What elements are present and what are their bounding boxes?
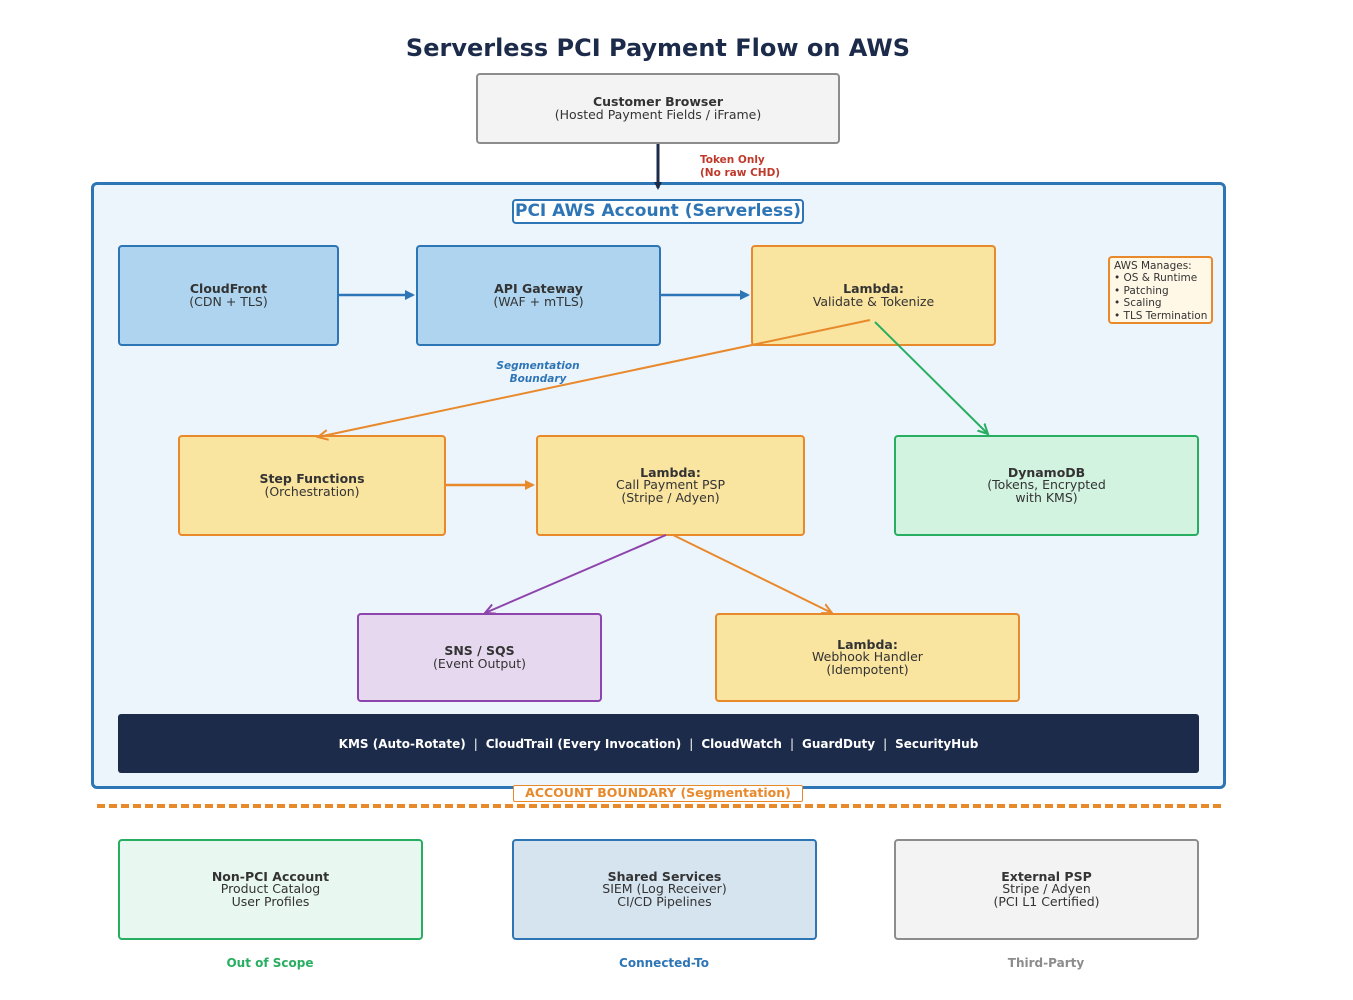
node-subtitle: SIEM (Log Receiver) CI/CD Pipelines [602,881,727,909]
connected-to-caption: Connected-To [619,956,709,970]
api-gateway-node[interactable]: API Gateway (WAF + mTLS) [416,245,661,346]
node-title: External PSP [1001,868,1092,884]
node-subtitle: (Orchestration) [264,483,360,499]
node-subtitle: Stripe / Adyen (PCI L1 Certified) [993,881,1100,909]
note-item: • TLS Termination [1114,309,1208,322]
security-services-bar: KMS (Auto-Rotate) | CloudTrail (Every In… [118,714,1199,773]
lambda-webhook-handler-node[interactable]: Lambda: Webhook Handler (Idempotent) [715,613,1020,702]
node-subtitle: Validate & Tokenize [812,293,935,309]
arrow-lambda-psp-to-sns [485,534,667,613]
node-subtitle: (WAF + mTLS) [493,293,584,309]
segmentation-boundary-label: Segmentation Boundary [488,360,588,385]
node-title: Customer Browser [592,94,723,109]
token-label-line1: Token Only [700,154,765,166]
node-subtitle: (Event Output) [433,655,526,671]
token-label-line2: (No raw CHD) [700,166,781,179]
sns-sqs-node[interactable]: SNS / SQS (Event Output) [357,613,602,702]
node-subtitle: (CDN + TLS) [189,293,268,309]
arrow-lambda-to-dynamodb [874,321,988,434]
node-subtitle: (Tokens, Encrypted with KMS) [987,477,1106,505]
arrow-lambda-psp-to-webhook [672,534,832,613]
token-only-label: Token Only (No raw CHD) [700,154,780,179]
node-subtitle: Product Catalog User Profiles [220,881,321,909]
security-item-cloudwatch: CloudWatch [701,736,782,751]
node-title: Shared Services [607,868,722,884]
separator: | [883,736,888,751]
separator: | [789,736,794,751]
node-subtitle: Webhook Handler (Idempotent) [812,649,923,677]
external-psp-node[interactable]: External PSP Stripe / Adyen (PCI L1 Cert… [894,839,1199,940]
account-boundary-dashed-line [97,804,1221,808]
note-item: • Patching [1114,284,1169,297]
out-of-scope-caption: Out of Scope [226,956,314,970]
security-item-cloudtrail: CloudTrail (Every Invocation) [485,736,682,751]
node-title: Step Functions [259,471,365,486]
note-heading: AWS Manages: [1114,260,1192,272]
seg-label-line1: Segmentation [496,360,580,372]
pci-account-label: PCI AWS Account (Serverless) [512,199,804,224]
node-title: CloudFront [189,281,268,296]
note-item: • OS & Runtime [1114,272,1198,285]
account-boundary-label: ACCOUNT BOUNDARY (Segmentation) [513,785,803,802]
aws-manages-note: AWS Manages: • OS & Runtime • Patching •… [1108,256,1213,324]
diagram-title: Serverless PCI Payment Flow on AWS [405,34,911,62]
node-title: Lambda: [843,281,904,296]
node-subtitle: Call Payment PSP (Stripe / Adyen) [615,477,725,505]
node-title: Lambda: [837,636,898,652]
arrow-lambda-to-stepfunctions [318,319,871,437]
separator: | [689,736,694,751]
lambda-call-psp-node[interactable]: Lambda: Call Payment PSP (Stripe / Adyen… [536,435,805,536]
security-item-guardduty: GuardDuty [802,736,876,751]
security-item-kms: KMS (Auto-Rotate) [338,736,466,751]
node-title: API Gateway [494,281,583,296]
note-item: • Scaling [1114,297,1162,310]
third-party-caption: Third-Party [1007,956,1085,970]
separator: | [473,736,478,751]
customer-browser-node[interactable]: Customer Browser (Hosted Payment Fields … [476,73,840,144]
step-functions-node[interactable]: Step Functions (Orchestration) [178,435,446,536]
cloudfront-node[interactable]: CloudFront (CDN + TLS) [118,245,339,346]
seg-label-line2: Boundary [509,372,567,385]
non-pci-account-node[interactable]: Non-PCI Account Product Catalog User Pro… [118,839,423,940]
shared-services-node[interactable]: Shared Services SIEM (Log Receiver) CI/C… [512,839,817,940]
lambda-validate-tokenize-node[interactable]: Lambda: Validate & Tokenize [751,245,996,346]
dynamodb-node[interactable]: DynamoDB (Tokens, Encrypted with KMS) [894,435,1199,536]
node-subtitle: (Hosted Payment Fields / iFrame) [554,106,762,122]
security-item-securityhub: SecurityHub [895,736,979,751]
node-title: Lambda: [640,464,701,480]
node-title: Non-PCI Account [211,868,330,884]
node-title: DynamoDB [1007,464,1086,480]
node-title: SNS / SQS [444,643,515,658]
